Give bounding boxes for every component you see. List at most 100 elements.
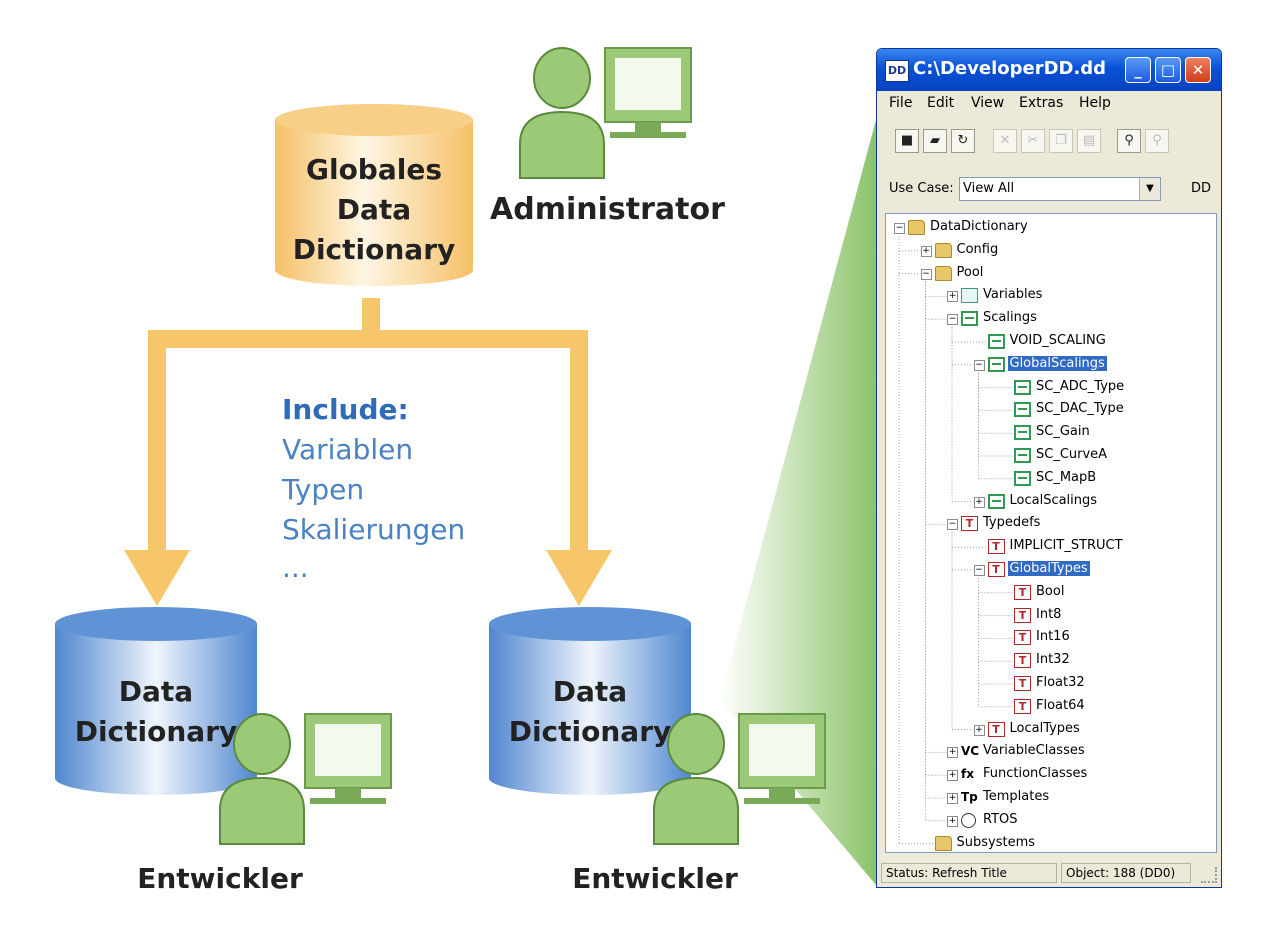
tree-node-label: VariableClasses — [983, 743, 1085, 759]
use-case-label: Use Case: — [889, 181, 954, 196]
tree-node-label: Float32 — [1036, 675, 1085, 690]
tree-node-label: Int16 — [1036, 629, 1070, 645]
expand-icon[interactable]: + — [947, 291, 958, 303]
tree-node-label: GlobalScalings — [1007, 355, 1107, 371]
rtos-icon — [961, 812, 976, 828]
folder-icon — [934, 835, 952, 851]
expand-icon[interactable]: + — [947, 793, 958, 804]
scal-icon — [1014, 402, 1031, 418]
distribution-arrows — [124, 298, 612, 606]
window-titlebar[interactable]: DD C:\DeveloperDD.dd _ □ ✕ — [877, 49, 1221, 91]
include-item: Skalierungen — [282, 513, 466, 546]
menu-extras[interactable]: Extras — [1019, 95, 1064, 111]
menu-file[interactable]: File — [889, 95, 913, 111]
menu-help[interactable]: Help — [1079, 95, 1111, 111]
include-item: ... — [282, 551, 309, 584]
menu-edit[interactable]: Edit — [927, 95, 955, 111]
developer-label-right: Entwickler — [572, 862, 738, 895]
collapse-icon[interactable]: − — [947, 314, 958, 326]
type-icon: T — [987, 721, 1005, 737]
tree-node-label: Templates — [983, 789, 1050, 804]
administrator-person-icon — [519, 47, 692, 179]
tree-node-label: Pool — [956, 264, 984, 280]
menu-bar: File Edit View Extras Help — [877, 91, 1221, 115]
global-dictionary-cylinder — [275, 104, 473, 286]
local-dictionary-label-left: Data Dictionary — [74, 675, 238, 748]
developer-person-icon-right — [653, 713, 826, 845]
tree-node-label: SC_CurveA — [1036, 447, 1108, 462]
type-icon: T — [961, 516, 978, 532]
chevron-down-icon[interactable]: ▼ — [1139, 178, 1160, 200]
tree-node-label: DataDictionary — [930, 219, 1028, 234]
scal-icon — [1014, 379, 1031, 395]
fc-icon: fx — [961, 767, 974, 782]
folder-icon — [934, 242, 952, 258]
collapse-icon[interactable]: − — [973, 359, 985, 371]
tree-node-label: Float64 — [1036, 697, 1085, 713]
cut-icon[interactable]: ✂ — [1021, 129, 1045, 153]
object-count: Object: 188 (DD0) — [1061, 863, 1191, 883]
tree-node-label: FunctionClasses — [983, 766, 1088, 782]
type-icon: T — [1014, 607, 1031, 623]
use-case-value: View All — [963, 181, 1015, 196]
app-icon: DD — [885, 60, 909, 82]
folder-icon — [908, 220, 925, 235]
tree-node-label: LocalTypes — [1009, 720, 1080, 736]
collapse-icon[interactable]: − — [920, 268, 932, 280]
scal-icon — [987, 334, 1005, 349]
scal-icon — [987, 356, 1005, 372]
find-next-icon[interactable]: ⚲ — [1145, 129, 1169, 153]
scal-icon — [1014, 448, 1031, 463]
expand-icon[interactable]: + — [947, 747, 958, 759]
use-case-select[interactable]: View All ▼ — [959, 177, 1161, 201]
paste-icon[interactable]: ▤ — [1077, 129, 1101, 153]
local-dictionary-label-right: Data Dictionary — [508, 675, 672, 748]
scal-icon — [961, 311, 978, 327]
tree-node-label: Config — [956, 241, 999, 257]
tree-node-label: Subsystems — [956, 834, 1036, 850]
use-case-suffix: DD — [1190, 181, 1211, 196]
window-title: C:\DeveloperDD.dd — [913, 58, 1107, 79]
include-item: Typen — [282, 473, 365, 506]
type-icon: T — [987, 562, 1005, 577]
close-button[interactable]: ✕ — [1185, 57, 1211, 83]
expand-icon[interactable]: + — [973, 496, 985, 508]
zoom-connector — [720, 120, 876, 885]
include-title: Include: — [282, 393, 409, 426]
collapse-icon[interactable]: − — [947, 519, 958, 531]
collapse-icon[interactable]: − — [894, 223, 905, 234]
open-icon[interactable]: ▰ — [923, 129, 947, 153]
local-dictionary-cylinder-right — [489, 607, 691, 795]
vc-icon: VC — [961, 744, 980, 759]
save-icon[interactable]: ■ — [895, 129, 919, 153]
expand-icon[interactable]: + — [947, 815, 958, 827]
copy-icon[interactable]: ❐ — [1049, 129, 1073, 153]
minimize-button[interactable]: _ — [1125, 57, 1151, 83]
scal-icon — [1014, 470, 1031, 486]
tree-node-label: SC_DAC_Type — [1036, 401, 1124, 417]
expand-icon[interactable]: + — [920, 245, 932, 257]
menu-view[interactable]: View — [971, 95, 1005, 111]
tp-icon: Tp — [961, 790, 978, 804]
maximize-button[interactable]: □ — [1155, 57, 1181, 83]
refresh-icon[interactable]: ↻ — [951, 129, 975, 153]
delete-icon[interactable]: ✕ — [993, 129, 1017, 153]
resize-grip-icon[interactable] — [1201, 867, 1217, 883]
type-icon: T — [1014, 630, 1031, 646]
collapse-icon[interactable]: − — [973, 565, 985, 576]
local-dictionary-cylinder-left — [55, 607, 257, 795]
tree-node-label: VOID_SCALING — [1009, 333, 1106, 348]
type-icon: T — [1014, 584, 1031, 600]
developer-label-left: Entwickler — [137, 862, 303, 895]
tree-node-label: SC_MapB — [1036, 469, 1097, 485]
scal-icon — [1014, 425, 1031, 441]
find-icon[interactable]: ⚲ — [1117, 129, 1141, 153]
developer-person-icon-left — [219, 713, 392, 845]
tree-node-label: GlobalTypes — [1007, 561, 1090, 576]
tree-view[interactable]: −DataDictionary+Config−Pool+Variables−Sc… — [885, 213, 1217, 853]
status-text: Status: Refresh Title — [881, 863, 1057, 883]
include-item: Variablen — [282, 433, 414, 466]
expand-icon[interactable]: + — [973, 724, 985, 736]
expand-icon[interactable]: + — [947, 770, 958, 782]
